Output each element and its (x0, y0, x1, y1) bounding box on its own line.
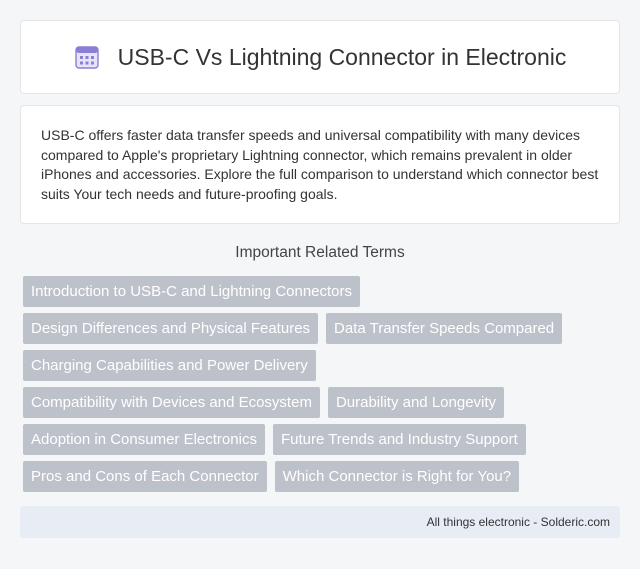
term-chip-data-transfer[interactable]: Data Transfer Speeds Compared (326, 313, 563, 344)
term-row: Adoption in Consumer Electronics Future … (23, 424, 623, 455)
title-card: USB-C Vs Lightning Connector in Electron… (20, 20, 620, 94)
related-terms-list: Introduction to USB-C and Lightning Conn… (23, 276, 623, 498)
term-chip-design-differences[interactable]: Design Differences and Physical Features (23, 313, 319, 344)
term-chip-pros-cons[interactable]: Pros and Cons of Each Connector (23, 461, 267, 492)
term-row: Design Differences and Physical Features… (23, 313, 623, 344)
term-row: Charging Capabilities and Power Delivery (23, 350, 623, 381)
term-row: Pros and Cons of Each Connector Which Co… (23, 461, 623, 492)
footer: All things electronic - Solderic.com (20, 506, 620, 538)
term-chip-future-trends[interactable]: Future Trends and Industry Support (272, 424, 526, 455)
term-chip-which-connector[interactable]: Which Connector is Right for You? (274, 461, 520, 492)
summary-card: USB-C offers faster data transfer speeds… (20, 105, 620, 224)
calendar-grid-icon (74, 44, 100, 70)
term-chip-introduction[interactable]: Introduction to USB-C and Lightning Conn… (23, 276, 361, 307)
term-chip-charging[interactable]: Charging Capabilities and Power Delivery (23, 350, 316, 381)
term-chip-adoption[interactable]: Adoption in Consumer Electronics (23, 424, 265, 455)
page-title: USB-C Vs Lightning Connector in Electron… (117, 43, 567, 70)
term-row: Compatibility with Devices and Ecosystem… (23, 387, 623, 418)
summary-text: USB-C offers faster data transfer speeds… (41, 127, 599, 202)
term-chip-durability[interactable]: Durability and Longevity (327, 387, 505, 418)
related-terms-heading: Important Related Terms (235, 244, 405, 261)
term-chip-compatibility[interactable]: Compatibility with Devices and Ecosystem (23, 387, 320, 418)
footer-text: All things electronic - Solderic.com (426, 515, 610, 529)
term-row: Introduction to USB-C and Lightning Conn… (23, 276, 623, 307)
